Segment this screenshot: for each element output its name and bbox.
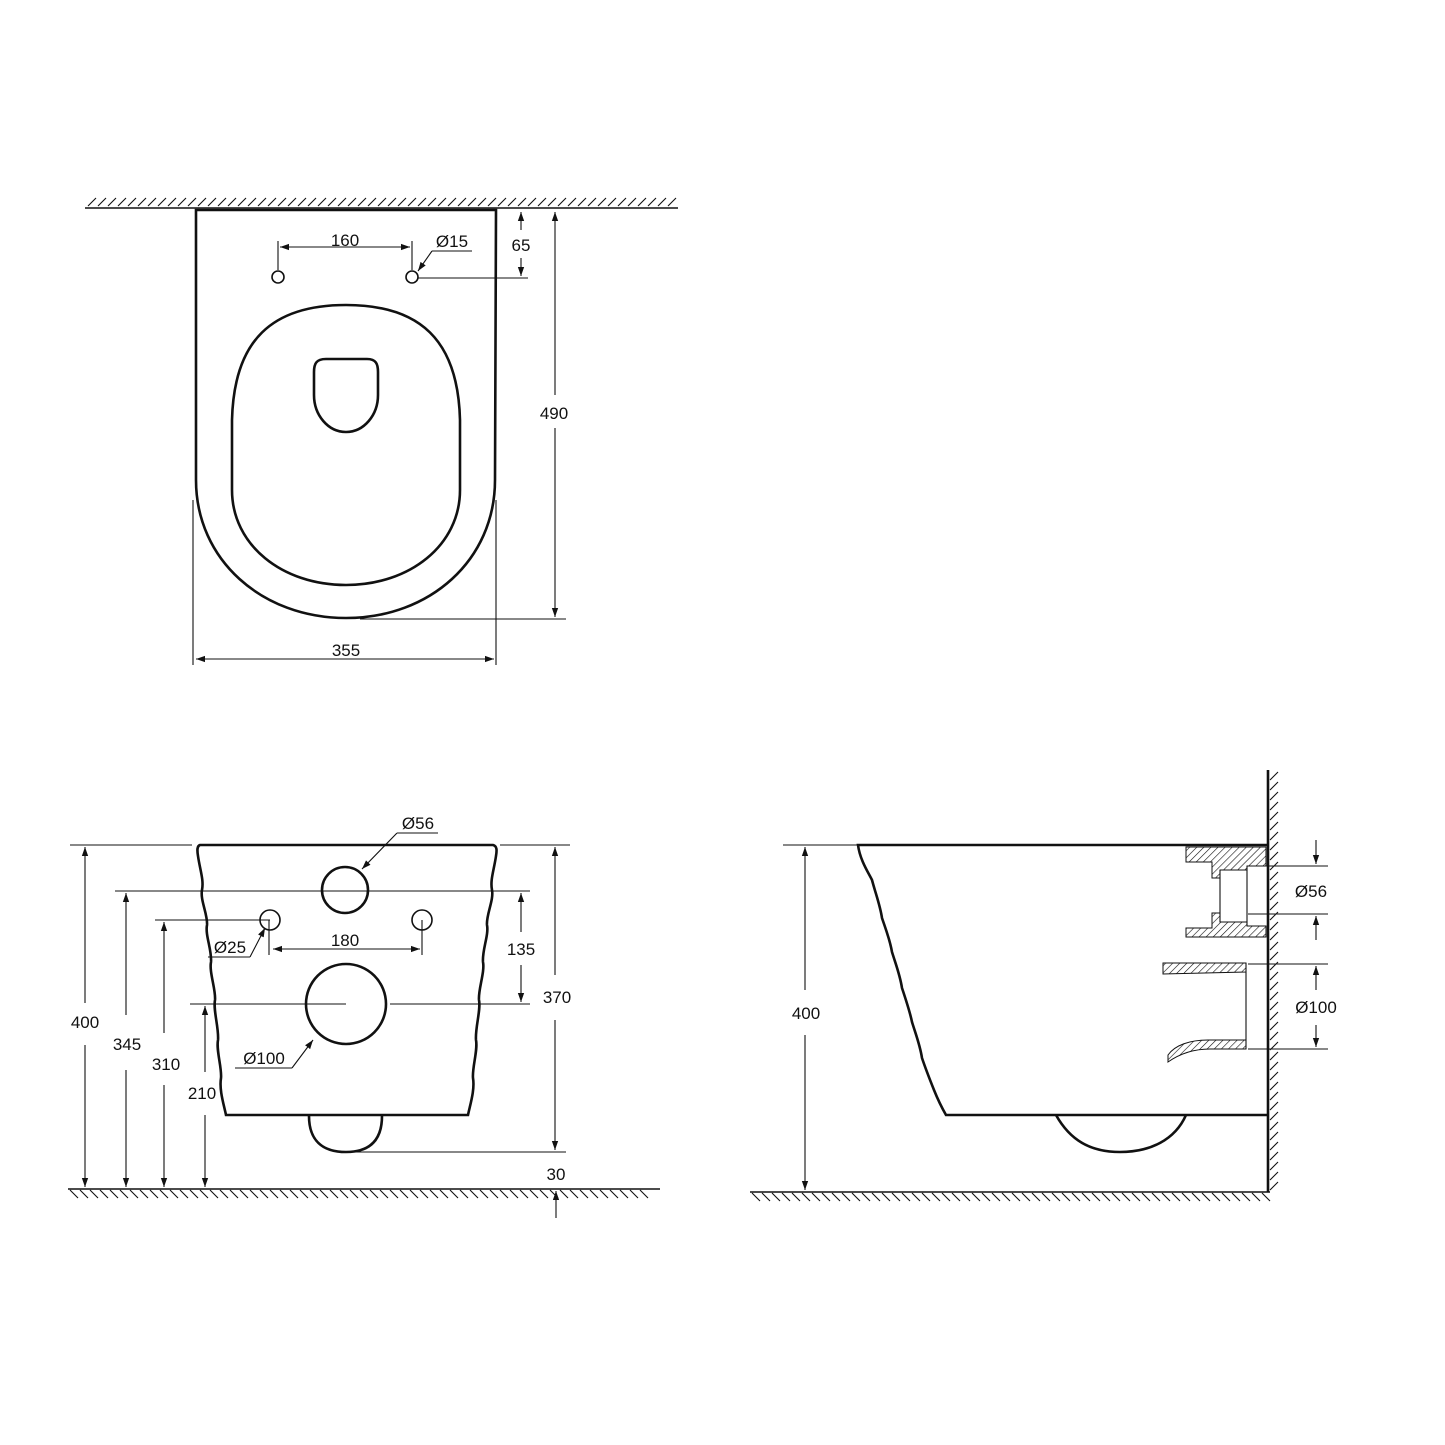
dim-floor-clearance: 30 <box>547 1165 566 1184</box>
dim-bolt-hole-diameter: Ø25 <box>214 938 246 957</box>
dim-side-outlet-diameter: Ø100 <box>1295 998 1337 1017</box>
dim-bolt-spacing: 180 <box>331 931 359 950</box>
dim-hole-diameter: Ø15 <box>436 232 468 251</box>
dim-bottom-height: 370 <box>543 988 571 1007</box>
dim-depth: 490 <box>540 404 568 423</box>
dim-side-inlet-diameter: Ø56 <box>1295 882 1327 901</box>
top-view: 160 Ø15 65 490 355 <box>85 197 678 665</box>
bowl-profile-side <box>856 843 1268 1117</box>
wall-hatch-top <box>85 197 678 209</box>
mounting-hole-left <box>271 270 285 284</box>
dim-inlet-height: 345 <box>113 1035 141 1054</box>
bottom-bump-front <box>307 1115 384 1154</box>
dim-hole-offset: 65 <box>512 236 531 255</box>
seat-outline <box>230 303 462 587</box>
outlet-section-top <box>1162 962 1247 975</box>
dim-inlet-diameter: Ø56 <box>402 814 434 833</box>
floor-hatch-front <box>68 1188 660 1199</box>
inlet-section-top <box>1185 846 1267 879</box>
wall-hatch-side <box>1266 770 1279 1192</box>
bowl-outline-top <box>194 208 498 620</box>
dim-total-height: 400 <box>71 1013 99 1032</box>
floor-hatch-side <box>750 1191 1271 1202</box>
mounting-hole-right <box>405 270 419 284</box>
bowl-outline-front <box>196 843 498 1117</box>
side-view: 400 Ø56 Ø100 <box>750 770 1337 1202</box>
dim-width: 355 <box>332 641 360 660</box>
dim-bolt-height: 310 <box>152 1055 180 1074</box>
dim-side-total-height: 400 <box>792 1004 820 1023</box>
dim-outlet-height: 210 <box>188 1084 216 1103</box>
front-view: Ø56 Ø25 180 Ø100 135 370 30 400 345 310 <box>68 814 660 1218</box>
bowl-opening <box>312 357 380 434</box>
inlet-hole <box>320 865 370 915</box>
outlet-section-bottom <box>1167 1039 1247 1063</box>
inlet-section-bottom <box>1185 912 1267 938</box>
bottom-bump-side <box>1054 1114 1188 1154</box>
dim-outlet-diameter: Ø100 <box>243 1049 285 1068</box>
dim-inlet-to-outlet: 135 <box>507 940 535 959</box>
dim-hole-spacing: 160 <box>331 231 359 250</box>
